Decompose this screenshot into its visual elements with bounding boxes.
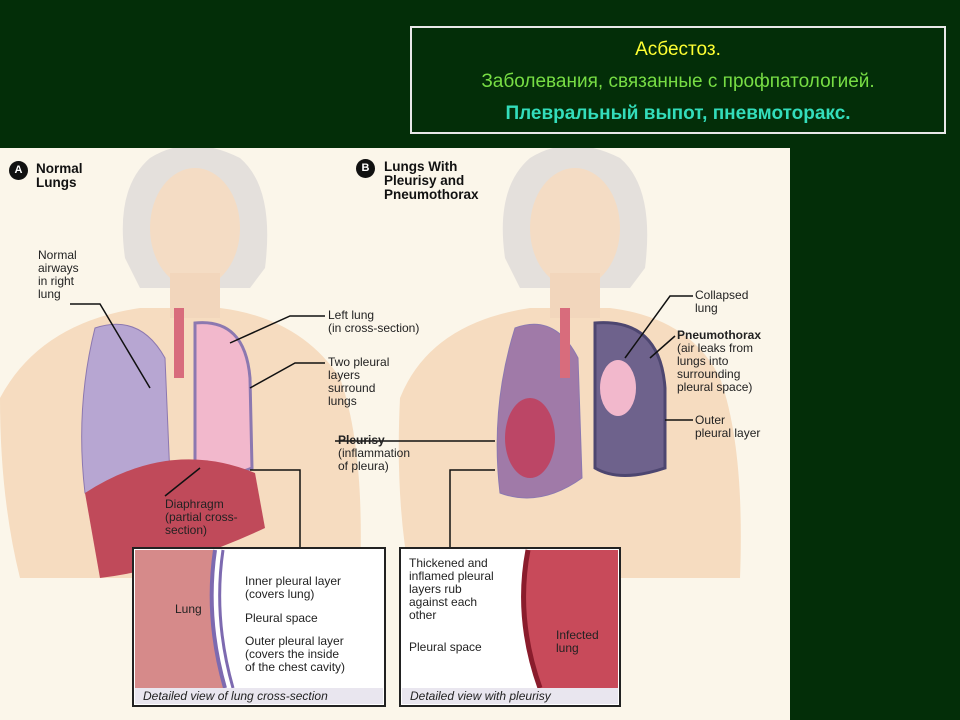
label-left-lung: Left lung (in cross-section) [328,308,420,335]
panel-a-heading: Normal Lungs [36,161,83,190]
panel-b-heading: Lungs With Pleurisy and Pneumothorax [384,159,479,202]
inset-b-infected-lung: Infected lung [556,628,599,655]
pneumothorax-desc: (air leaks from lungs into surrounding p… [677,341,754,394]
inset-a-pleural-space: Pleural space [245,611,318,625]
title-line-1: Асбестоз. [635,39,721,60]
lungs-illustration: A Normal Lungs Normal airways in right l… [0,148,790,720]
inset-b-thickened: Thickened and inflamed pleural layers ru… [409,556,494,622]
label-pleurisy: Pleurisy (inflammation of pleura) [338,434,410,473]
leader-lines [70,295,693,548]
figure-b-body [398,148,741,578]
pleurisy-desc: (inflammation of pleura) [338,446,411,473]
pleurisy-title: Pleurisy [338,433,385,447]
label-normal-airways: Normal airways in right lung [38,248,79,301]
label-diaphragm: Diaphragm (partial cross- section) [165,497,238,537]
title-line-3: Плевральный выпот, пневмоторакс. [505,103,851,124]
slide-title-box: Асбестоз. Заболевания, связанные с профп… [410,26,946,134]
inset-b-pleural-space: Pleural space [409,640,482,654]
illustration-drawing [0,148,741,707]
inset-a-caption: Detailed view of lung cross-section [143,689,328,703]
label-collapsed-lung: Collapsed lung [695,288,749,315]
panel-a-badge: A [9,161,28,180]
title-line-2: Заболевания, связанные с профпатологией. [481,71,875,92]
panel-b-badge: B [356,159,375,178]
inset-a-inner-layer: Inner pleural layer (covers lung) [245,574,342,601]
inset-a-lung: Lung [175,602,202,616]
label-pleural-layers: Two pleural layers surround lungs [328,355,390,408]
label-outer-pleural-layer: Outer pleural layer [695,413,761,440]
inset-a-outer-layer: Outer pleural layer (covers the inside o… [245,634,346,674]
label-pneumothorax: Pneumothorax (air leaks from lungs into … [677,329,761,394]
inset-a [132,547,386,707]
inset-b-caption: Detailed view with pleurisy [410,689,551,703]
pneumothorax-title: Pneumothorax [677,328,762,342]
figure-a-body [0,148,361,578]
inset-b [399,547,621,707]
